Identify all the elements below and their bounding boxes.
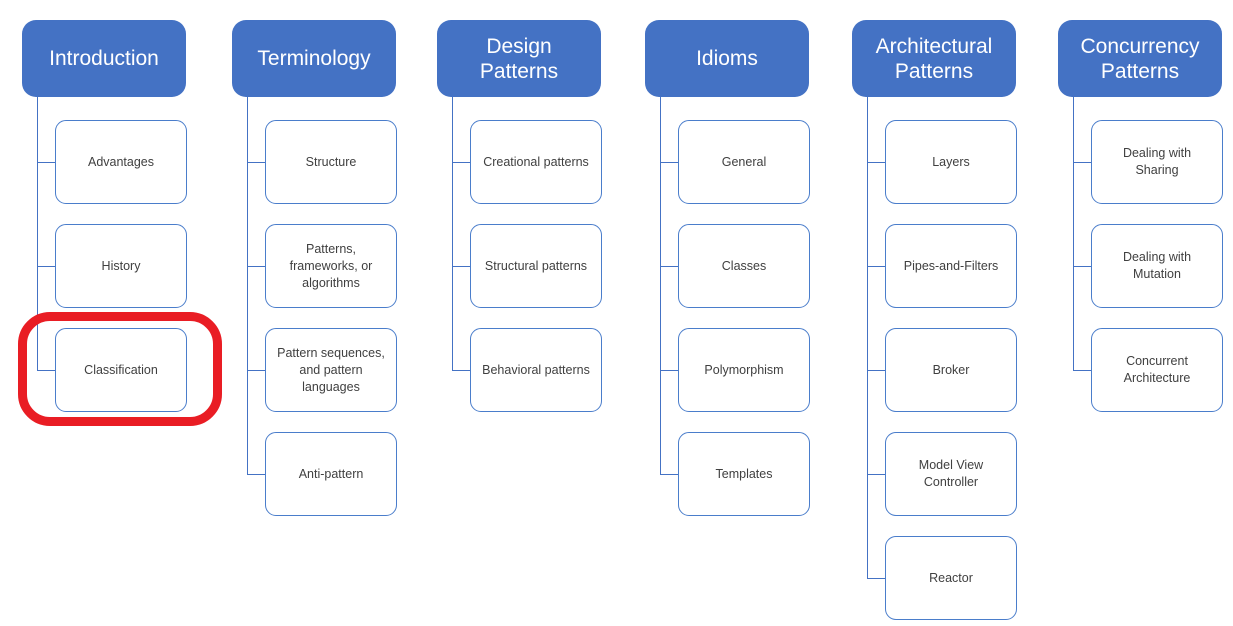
- node-concurrent-architecture: Concurrent Architecture: [1091, 328, 1223, 412]
- node-pattern-sequences-and-pattern-languages: Pattern sequences, and pattern languages: [265, 328, 397, 412]
- connector-stub: [247, 162, 265, 163]
- node-polymorphism: Polymorphism: [678, 328, 810, 412]
- node-structural-patterns: Structural patterns: [470, 224, 602, 308]
- connector-spine: [660, 97, 661, 474]
- connector-spine: [452, 97, 453, 370]
- connector-stub: [452, 266, 470, 267]
- header-architectural-patterns: Architectural Patterns: [852, 20, 1016, 97]
- node-behavioral-patterns: Behavioral patterns: [470, 328, 602, 412]
- node-patterns-frameworks-or-algorithms: Patterns, frameworks, or algorithms: [265, 224, 397, 308]
- node-templates: Templates: [678, 432, 810, 516]
- header-introduction: Introduction: [22, 20, 186, 97]
- node-broker: Broker: [885, 328, 1017, 412]
- connector-stub: [1073, 162, 1091, 163]
- connector-stub: [867, 578, 885, 579]
- node-structure: Structure: [265, 120, 397, 204]
- connector-stub: [37, 370, 55, 371]
- node-dealing-with-mutation: Dealing with Mutation: [1091, 224, 1223, 308]
- connector-stub: [452, 370, 470, 371]
- node-history: History: [55, 224, 187, 308]
- header-idioms: Idioms: [645, 20, 809, 97]
- connector-spine: [37, 97, 38, 370]
- node-creational-patterns: Creational patterns: [470, 120, 602, 204]
- connector-stub: [660, 266, 678, 267]
- node-general: General: [678, 120, 810, 204]
- header-terminology: Terminology: [232, 20, 396, 97]
- connector-stub: [247, 474, 265, 475]
- connector-stub: [247, 266, 265, 267]
- connector-stub: [867, 162, 885, 163]
- connector-spine: [867, 97, 868, 578]
- header-design-patterns: Design Patterns: [437, 20, 601, 97]
- node-model-view-controller: Model View Controller: [885, 432, 1017, 516]
- node-anti-pattern: Anti-pattern: [265, 432, 397, 516]
- connector-stub: [867, 474, 885, 475]
- header-concurrency-patterns: Concurrency Patterns: [1058, 20, 1222, 97]
- node-classification: Classification: [55, 328, 187, 412]
- connector-stub: [452, 162, 470, 163]
- node-classes: Classes: [678, 224, 810, 308]
- connector-spine: [1073, 97, 1074, 370]
- connector-stub: [37, 266, 55, 267]
- connector-stub: [1073, 266, 1091, 267]
- node-pipes-and-filters: Pipes-and-Filters: [885, 224, 1017, 308]
- connector-stub: [1073, 370, 1091, 371]
- connector-stub: [660, 162, 678, 163]
- connector-stub: [867, 266, 885, 267]
- node-advantages: Advantages: [55, 120, 187, 204]
- connector-spine: [247, 97, 248, 474]
- connector-stub: [37, 162, 55, 163]
- connector-stub: [660, 474, 678, 475]
- connector-stub: [247, 370, 265, 371]
- connector-stub: [867, 370, 885, 371]
- node-dealing-with-sharing: Dealing with Sharing: [1091, 120, 1223, 204]
- node-layers: Layers: [885, 120, 1017, 204]
- node-reactor: Reactor: [885, 536, 1017, 620]
- connector-stub: [660, 370, 678, 371]
